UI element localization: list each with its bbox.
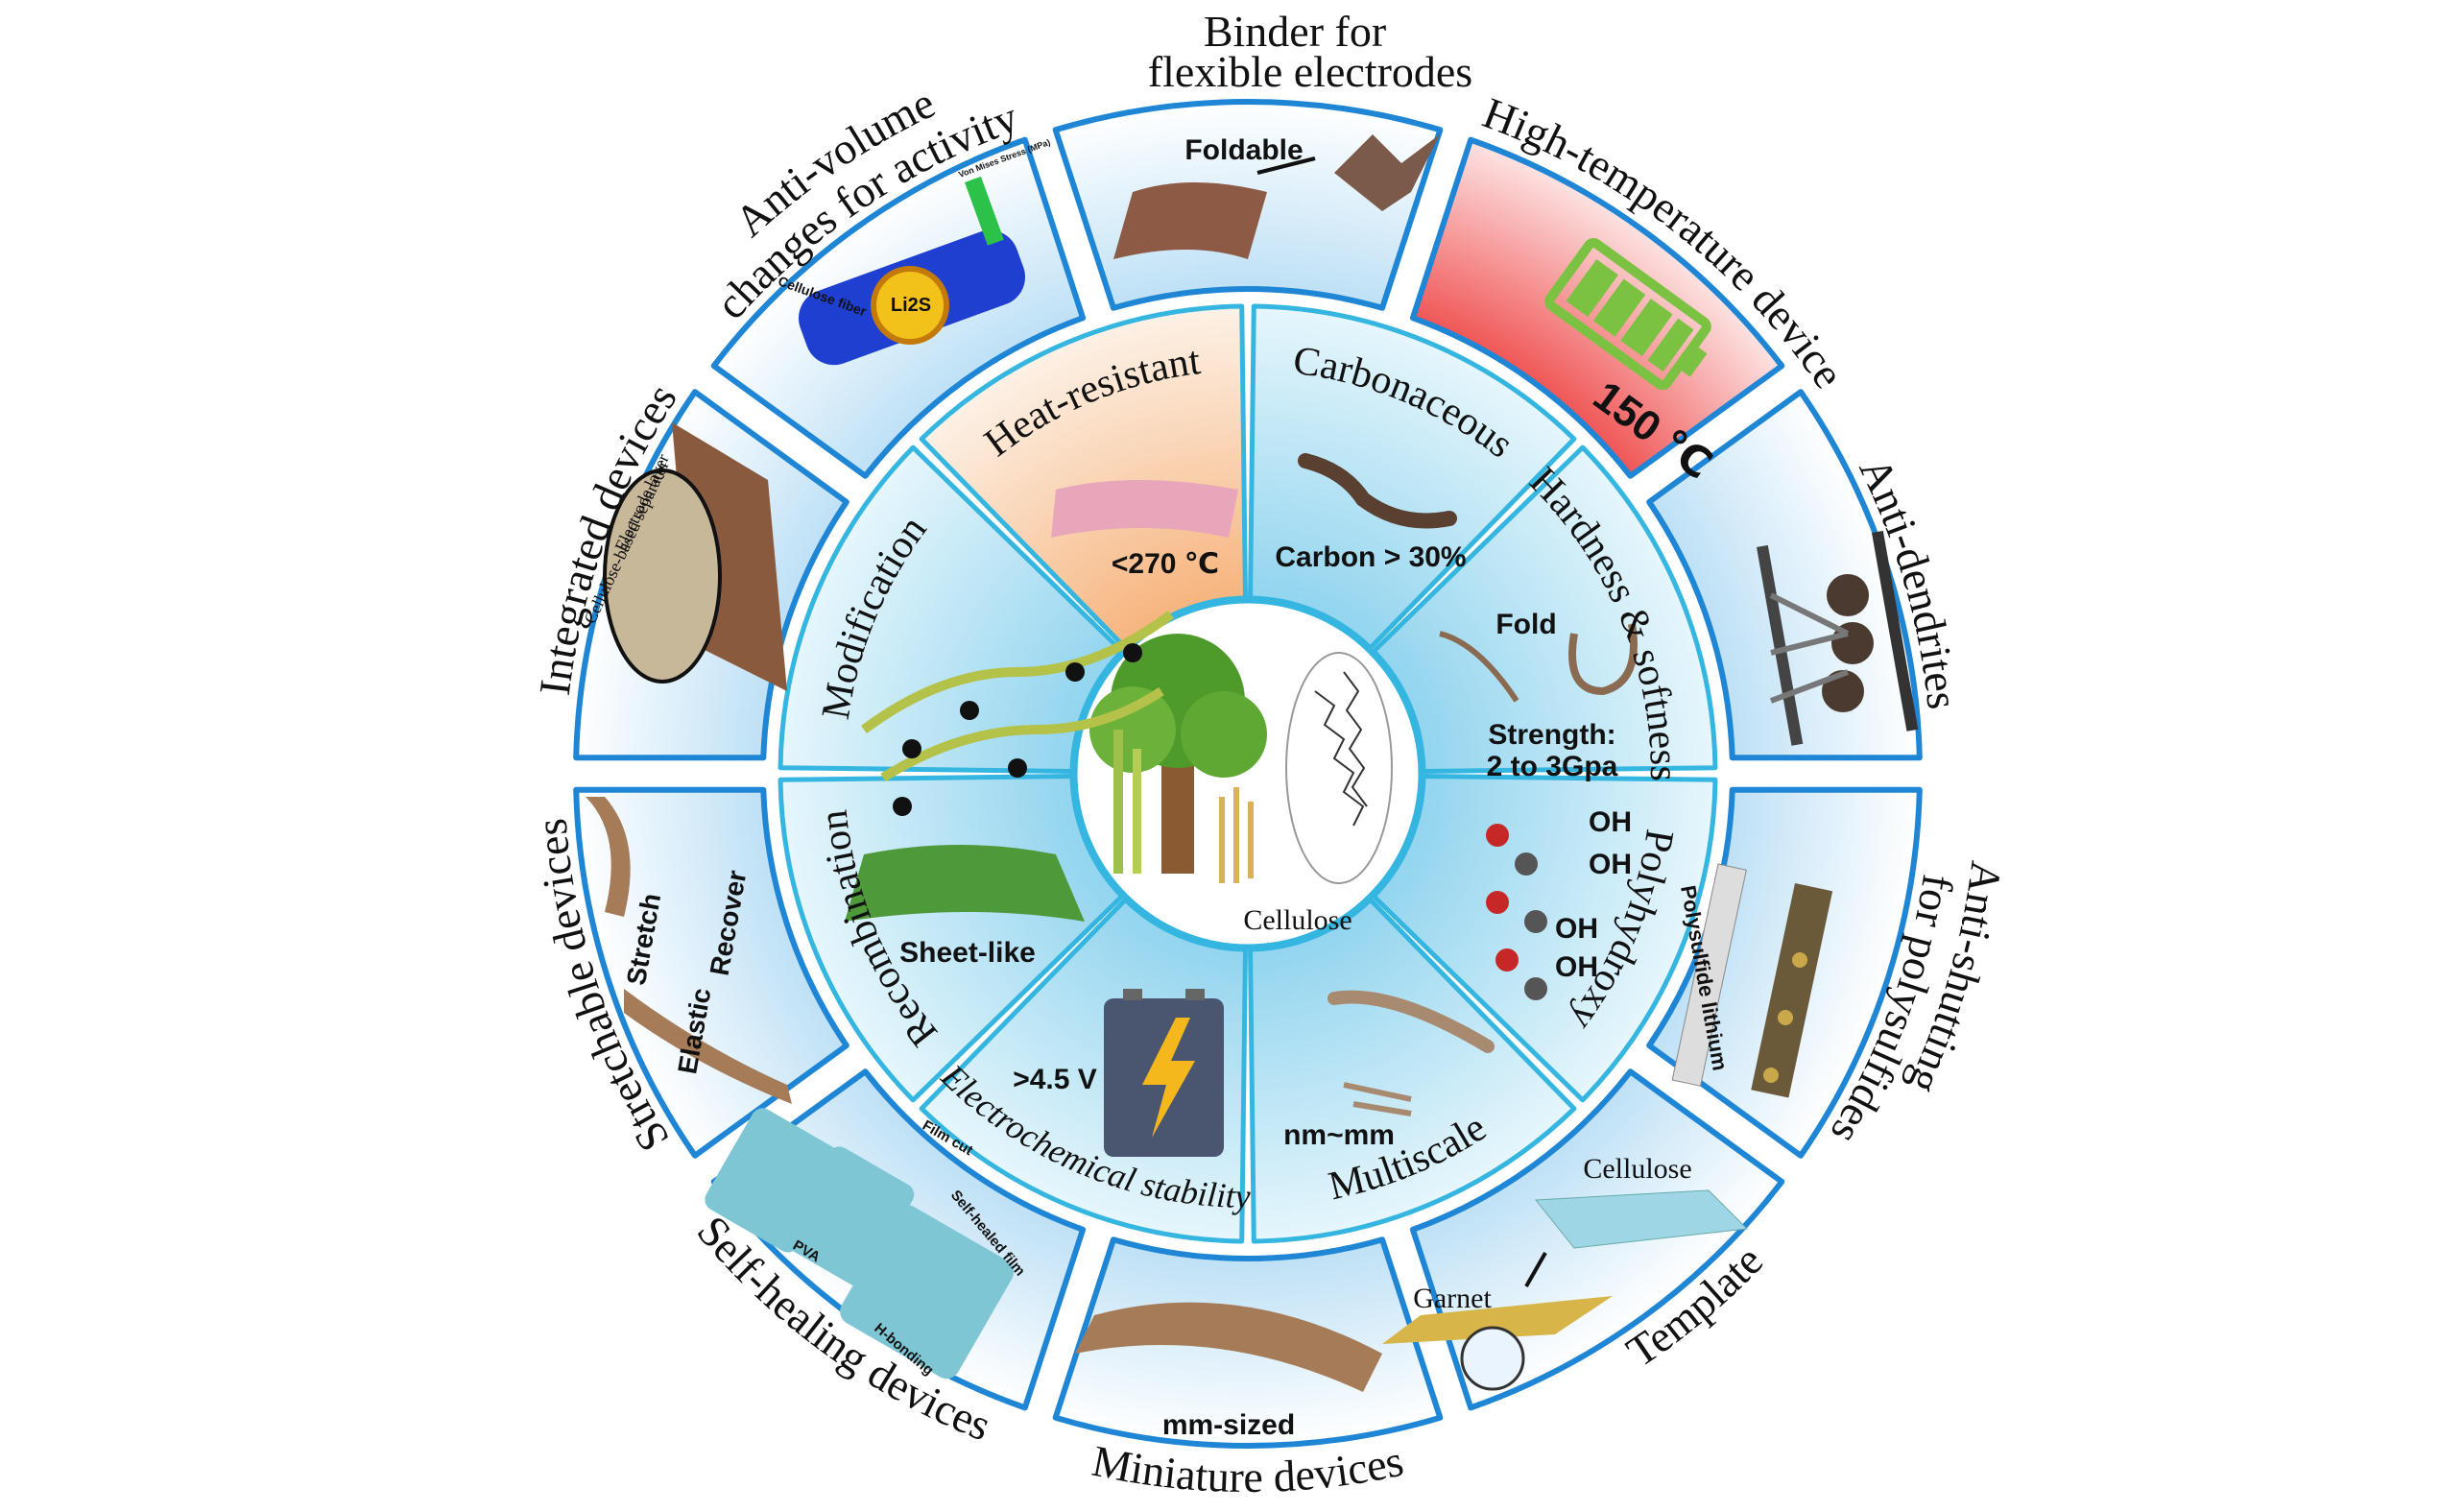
foldable-annotation: Foldable bbox=[1184, 134, 1303, 166]
polysulfide-separator-icon bbox=[1671, 863, 1833, 1098]
miniature-strip-icon bbox=[1075, 1302, 1382, 1392]
stress-colorbar-icon bbox=[965, 176, 1004, 246]
li2s-annotation: Li2S bbox=[891, 295, 931, 316]
sheet-annotation: Sheet-like bbox=[899, 937, 1036, 969]
polyhydroxy-sector bbox=[1371, 774, 1718, 1103]
property-ring bbox=[777, 303, 1718, 1244]
garnet-crystal-icon bbox=[1460, 1326, 1525, 1391]
heat-strip-icon bbox=[1051, 480, 1238, 538]
strength-annotation-line1: Strength: bbox=[1488, 719, 1615, 751]
foldable-strip-icon bbox=[1113, 182, 1267, 259]
binder-label-line1: Binder for bbox=[1204, 7, 1386, 56]
polyhydroxy-molecule-icon bbox=[1486, 824, 1547, 1000]
multiscale-sector bbox=[1248, 897, 1577, 1244]
cellulose-molecule-icon bbox=[1285, 652, 1393, 884]
fold-fiber-icon-2 bbox=[1439, 631, 1519, 703]
oh-annotation: OH bbox=[1555, 951, 1598, 983]
illustrations bbox=[586, 134, 1919, 1392]
center-cellulose: Cellulose bbox=[1072, 598, 1423, 949]
oh-annotation: OH bbox=[1589, 849, 1632, 880]
strength-annotation-line2: 2 to 3Gpa bbox=[1487, 751, 1618, 782]
tree-icon bbox=[1089, 634, 1267, 883]
magnifier-icon bbox=[603, 468, 722, 684]
garnet-annotation: Garnet bbox=[1413, 1283, 1492, 1314]
scale-annotation: nm~mm bbox=[1283, 1119, 1395, 1151]
template-cellulose-annotation: Cellulose bbox=[1583, 1153, 1691, 1185]
multiscale-fibers-icon bbox=[1328, 990, 1495, 1053]
high-temperature-box bbox=[1409, 136, 1785, 479]
fold-annotation: Fold bbox=[1495, 609, 1556, 640]
hardness-sector bbox=[1371, 444, 1718, 774]
oh-annotation: OH bbox=[1589, 806, 1632, 838]
dendrite-structure-icon bbox=[1757, 530, 1919, 746]
battery-icon bbox=[1544, 237, 1711, 391]
mm-sized-annotation: mm-sized bbox=[1162, 1409, 1295, 1441]
modified-chain-icon bbox=[861, 610, 1174, 816]
center-label: Cellulose bbox=[1243, 904, 1352, 936]
garnet-sheet-icon bbox=[1382, 1296, 1613, 1344]
elastic-strip-icon bbox=[624, 989, 792, 1104]
heat-annotation: <270 ℃ bbox=[1112, 548, 1219, 580]
sheet-like-icon bbox=[845, 845, 1085, 922]
stretchable-box bbox=[573, 786, 849, 1159]
carbon-fiber-icon bbox=[1298, 453, 1457, 529]
carbon-annotation: Carbon > 30% bbox=[1275, 541, 1466, 573]
anti-dendrites-box bbox=[1646, 389, 1923, 761]
cellulose-sheet-icon bbox=[1535, 1189, 1749, 1249]
stretch-strip-icon bbox=[586, 797, 631, 917]
carbonaceous-sector bbox=[1248, 303, 1577, 651]
oh-annotation: OH bbox=[1555, 913, 1598, 945]
paper-crane-icon bbox=[1334, 134, 1440, 211]
arrow-icon bbox=[1256, 156, 1316, 175]
binder-label-line2: flexible electrodes bbox=[1148, 47, 1472, 96]
self-healed-film-icon bbox=[840, 1205, 1015, 1380]
voltage-annotation: >4.5 V bbox=[1013, 1064, 1097, 1095]
fold-fiber-icon bbox=[1568, 623, 1638, 696]
high-voltage-battery-icon bbox=[1104, 989, 1224, 1157]
li2s-particle-icon bbox=[871, 266, 949, 345]
